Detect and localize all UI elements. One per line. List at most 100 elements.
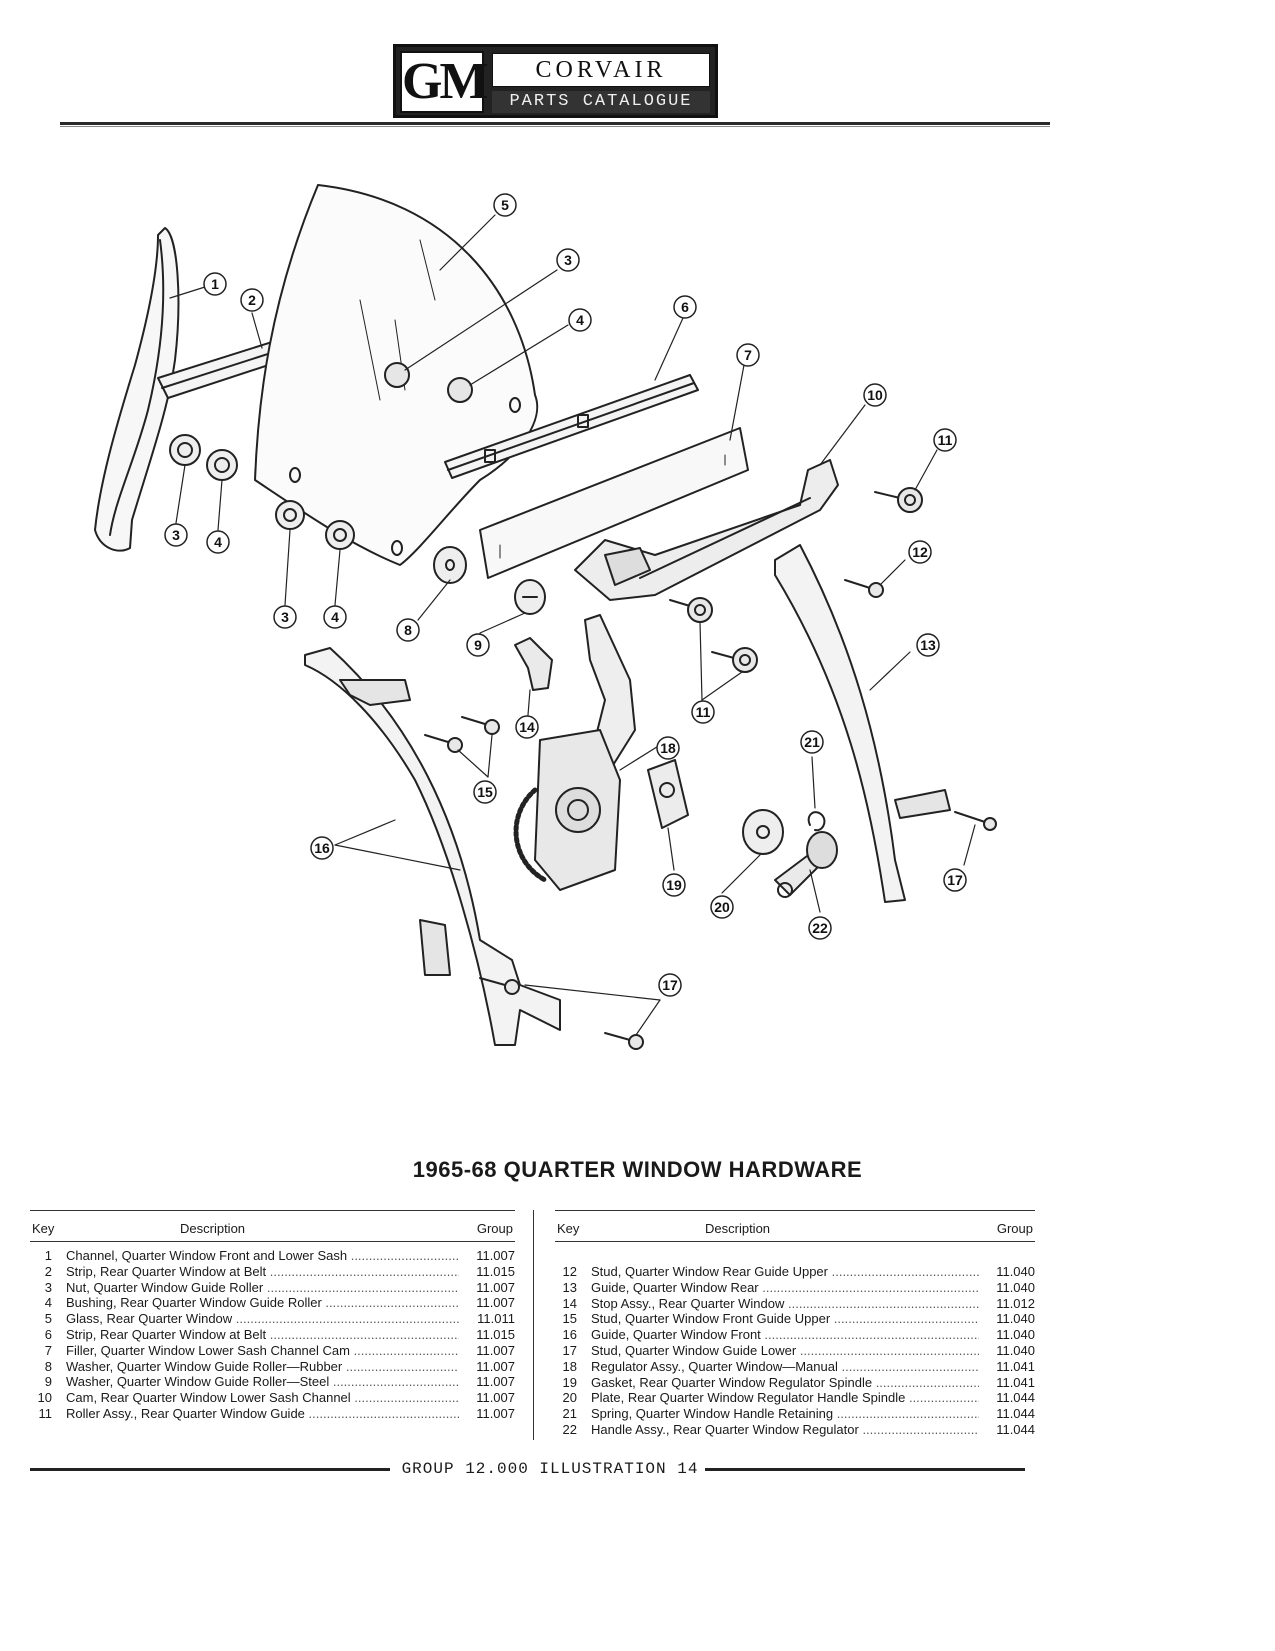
brand-name: CORVAIR [492,53,710,87]
part-key: 13 [562,1279,577,1295]
part-stud-front-guide-upper [424,716,500,753]
callout-4a: 4 [206,530,230,554]
part-key: 2 [44,1263,52,1279]
part-key: 16 [562,1327,577,1343]
part-group: 11.041 [983,1374,1035,1391]
header-description: Description [705,1221,771,1236]
svg-text:5: 5 [501,197,509,213]
gm-corvair-logo: GM CORVAIR PARTS CATALOGUE [393,44,718,118]
part-group: 11.040 [983,1264,1035,1280]
part-key: 21 [562,1406,577,1422]
svg-text:18: 18 [660,740,676,756]
part-description: Stud, Quarter Window Guide Lower [591,1343,979,1359]
part-group: 11.015 [463,1263,515,1280]
callout-3a: 3 [164,523,188,547]
svg-text:3: 3 [564,252,572,268]
illustration-title: 1965-68 QUARTER WINDOW HARDWARE [412,1157,863,1182]
part-key: 6 [44,1326,52,1342]
part-front-guide [304,647,644,1050]
svg-text:15: 15 [477,784,493,800]
part-group: 11.040 [983,1279,1035,1296]
svg-text:2: 2 [248,292,256,308]
svg-text:7: 7 [744,347,752,363]
part-description: Stop Assy., Rear Quarter Window [591,1296,979,1312]
callout-15: 15 [473,780,497,804]
part-group: 11.044 [983,1406,1035,1422]
part-group: 11.007 [463,1248,515,1264]
part-nut-guide-roller-lower [275,500,305,530]
part-description: Gasket, Rear Quarter Window Regulator Sp… [591,1375,979,1391]
part-key: 9 [44,1374,52,1390]
svg-text:4: 4 [331,609,339,625]
part-description: Guide, Quarter Window Front [591,1327,979,1343]
part-key: 3 [44,1279,52,1295]
table-header: Key Description Group [30,1210,515,1242]
part-group: 11.007 [463,1405,515,1422]
svg-text:21: 21 [804,734,820,750]
part-description: Channel, Quarter Window Front and Lower … [66,1248,459,1264]
part-description: Washer, Quarter Window Guide Roller—Stee… [66,1374,459,1390]
callout-18: 18 [656,736,680,760]
part-washer-steel [514,579,546,615]
table-row: 9 Washer, Quarter Window Guide Roller—Ste… [30,1374,515,1391]
callout-11b: 11 [691,700,715,724]
callout-2: 2 [240,288,264,312]
part-description: Cam, Rear Quarter Window Lower Sash Chan… [66,1390,459,1406]
part-description: Nut, Quarter Window Guide Roller [66,1280,459,1296]
part-stud-rear-guide-upper [844,579,884,598]
callout-4b: 4 [323,605,347,629]
part-description: Roller Assy., Rear Quarter Window Guide [66,1406,459,1422]
gm-logo-text: GM [400,51,489,113]
header-rule-thin [60,126,1050,127]
callout-markers: 1 2 3 4 3 4 3 4 5 6 7 8 9 10 11 11 12 13… [164,193,967,997]
svg-text:20: 20 [714,899,730,915]
part-key: 19 [562,1374,577,1390]
part-description: Plate, Rear Quarter Window Regulator Han… [591,1390,979,1406]
part-group: 11.040 [983,1342,1035,1359]
svg-text:14: 14 [519,719,535,735]
part-key: 17 [562,1342,577,1358]
part-lower-sash-channel-filler [479,427,749,579]
svg-text:3: 3 [172,527,180,543]
part-belt-strip-rear [444,374,699,479]
part-key: 14 [562,1295,577,1311]
page-footer: GROUP 12.000 ILLUSTRATION 14 [0,1460,1275,1480]
part-group: 11.007 [463,1390,515,1406]
svg-text:4: 4 [576,312,584,328]
part-description: Strip, Rear Quarter Window at Belt [66,1327,459,1343]
callout-12: 12 [908,540,932,564]
part-description: Strip, Rear Quarter Window at Belt [66,1264,459,1280]
header-group: Group [476,1221,513,1236]
svg-text:8: 8 [404,622,412,638]
footer-rule-left [30,1468,390,1471]
part-guide-roller-low [711,647,758,673]
callout-3c: 3 [556,248,580,272]
part-key: 8 [44,1358,52,1374]
callout-19: 19 [662,873,686,897]
part-group: 11.007 [463,1374,515,1391]
callout-3b: 3 [273,605,297,629]
svg-text:17: 17 [947,872,963,888]
header-group: Group [996,1221,1033,1236]
header-key: Key [32,1221,55,1236]
svg-text:19: 19 [666,877,682,893]
part-description: Stud, Quarter Window Front Guide Upper [591,1311,979,1327]
callout-8: 8 [396,618,420,642]
svg-text:11: 11 [938,432,953,448]
callout-21: 21 [800,730,824,754]
part-group: 11.044 [983,1421,1035,1438]
part-handle-retaining-spring [807,811,826,832]
